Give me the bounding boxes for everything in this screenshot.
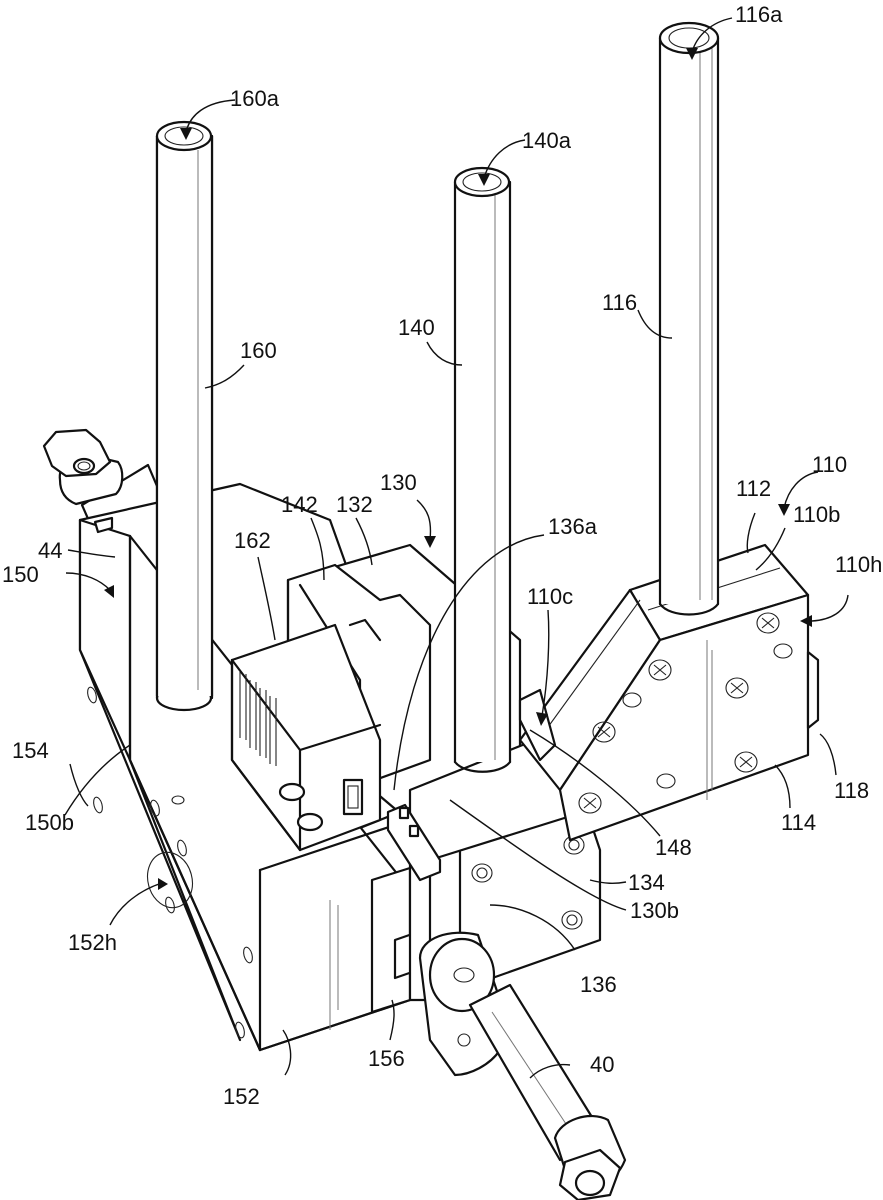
label-118: 118 — [834, 778, 869, 803]
front-hose-fitting-40 — [418, 931, 627, 1200]
label-110b: 110b — [793, 502, 840, 527]
label-148: 148 — [655, 835, 692, 860]
label-154: 154 — [12, 738, 49, 763]
label-110: 110 — [812, 452, 847, 477]
label-160: 160 — [240, 338, 277, 363]
label-110c: 110c — [527, 584, 573, 609]
label-140a: 140a — [522, 128, 572, 153]
label-116: 116 — [602, 290, 637, 315]
tube-160 — [155, 120, 214, 712]
label-136: 136 — [580, 972, 617, 997]
label-110h: 110h — [835, 552, 882, 577]
label-150b: 150b — [25, 810, 74, 835]
screw-heads — [578, 612, 780, 814]
label-136a: 136a — [548, 514, 598, 539]
tube-116 — [658, 21, 720, 616]
label-132: 132 — [336, 492, 373, 517]
label-162: 162 — [234, 528, 271, 553]
label-152h: 152h — [68, 930, 117, 955]
label-40: 40 — [590, 1052, 614, 1077]
tube-140 — [453, 166, 512, 773]
label-152: 152 — [223, 1084, 260, 1109]
label-130: 130 — [380, 470, 417, 495]
label-112: 112 — [736, 476, 771, 501]
label-156: 156 — [368, 1046, 405, 1071]
label-140: 140 — [398, 315, 435, 340]
label-114: 114 — [781, 810, 816, 835]
label-160a: 160a — [230, 86, 280, 111]
label-116a: 116a — [735, 2, 783, 27]
connector-housing-162 — [230, 623, 382, 852]
reference-labels: 160a 140a 116a 116 160 140 110 112 110b … — [2, 2, 882, 1109]
label-134: 134 — [628, 870, 665, 895]
label-142: 142 — [281, 492, 318, 517]
label-44: 44 — [38, 538, 62, 563]
label-130b: 130b — [630, 898, 679, 923]
label-150: 150 — [2, 562, 39, 587]
leader-lines — [64, 17, 849, 1079]
